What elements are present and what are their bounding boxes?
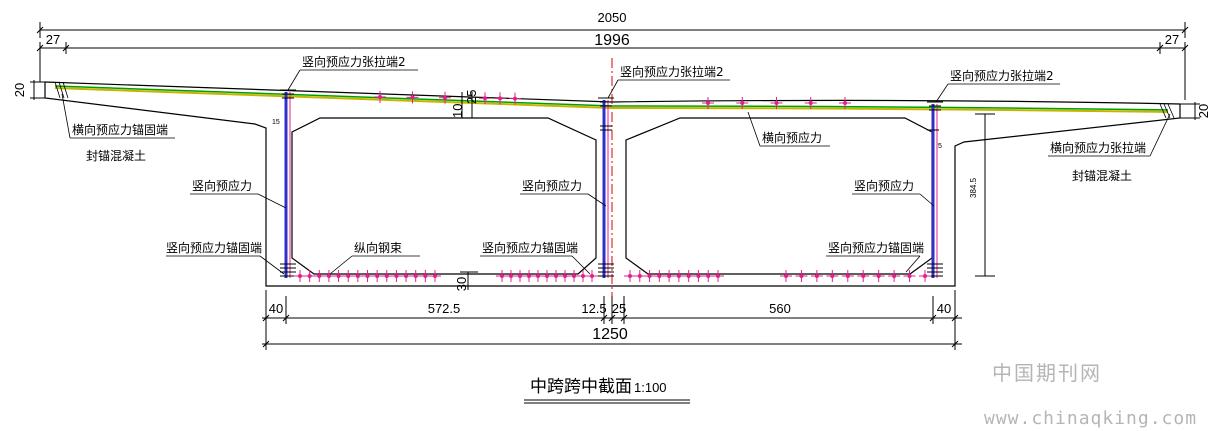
bottom-bar-right-b-8: [888, 270, 901, 282]
top-bar-mid-1: [479, 92, 491, 105]
bottom-bar-right-b-9: [903, 270, 916, 282]
label-transverse-prestress: 横向预应力: [762, 130, 822, 145]
label-transverse-tension: 横向预应力张拉端: [1050, 140, 1146, 155]
dim-bottom-left-cell: 572.5: [428, 301, 461, 316]
transverse-anchor-hatch: [54, 81, 1175, 119]
label-vertical-prestress-right: 竖向预应力: [854, 178, 914, 193]
top-dimension-group: [36, 22, 1189, 100]
bottom-bar-right-b-1: [780, 270, 792, 282]
label-vertical-anchor-left: 竖向预应力锚固端: [166, 240, 262, 255]
label-transverse-anchor-seal: 封锚混凝土: [86, 148, 146, 163]
dim-top-slab-25: 25: [464, 90, 479, 104]
bottom-bar-right-a-10: [712, 270, 724, 282]
label-vertical-tension-left: 竖向预应力张拉端2: [302, 54, 406, 69]
transverse-tendon-yellow: [54, 87, 1169, 113]
top-bar-mid-3: [509, 92, 521, 105]
top-bar-right-2: [736, 97, 749, 109]
bottom-bar-right-b-3: [810, 270, 823, 282]
dim-top-slab: 10: [450, 104, 465, 118]
bottom-bar-mid-11: [586, 270, 598, 282]
bottom-bar-left-11: [390, 270, 403, 282]
bottom-bar-right-b-2: [795, 270, 808, 282]
leader-lines: [61, 69, 1171, 275]
drawing-scale: 1:100: [634, 380, 667, 395]
top-bar-left-1: [374, 90, 386, 103]
web-mark-5: 5: [938, 143, 942, 150]
bottom-bar-left-15: [429, 270, 441, 282]
dim-bottom-mid-a: 12.5: [581, 301, 606, 316]
watermark-url: www.chinaqking.com: [984, 408, 1197, 429]
label-vertical-tension-right: 竖向预应力张拉端2: [950, 68, 1054, 83]
top-bar-left-3: [439, 91, 451, 104]
bottom-bar-right-b-6: [857, 270, 870, 282]
bottom-bar-right-b-10: [919, 270, 931, 282]
bottom-dimension-group: [262, 290, 962, 350]
web-mark-15: 15: [272, 119, 280, 126]
label-vertical-anchor-mid: 竖向预应力锚固端: [482, 240, 578, 255]
dim-bottom-total: 1250: [592, 326, 628, 343]
label-transverse-anchor: 横向预应力锚固端: [72, 122, 168, 137]
dim-left-overhang: 27: [46, 32, 60, 47]
top-bar-right-5: [839, 97, 851, 109]
dim-bottom-mid-b: 25: [612, 301, 626, 316]
bottom-bar-right-b-4: [826, 270, 839, 282]
bottom-bar-left-7: [351, 270, 364, 282]
watermark-cn: 中国期刊网: [992, 361, 1102, 385]
dim-bottom-slab: 30: [454, 277, 469, 291]
label-longitudinal-bundle: 纵向钢束: [354, 240, 402, 255]
dim-bottom-right-cell: 560: [769, 301, 791, 316]
bottom-bar-right-b-5: [841, 270, 854, 282]
longitudinal-bars: [294, 90, 931, 282]
bottom-bar-right-b-7: [872, 270, 885, 282]
label-vertical-anchor-right: 竖向预应力锚固端: [828, 240, 924, 255]
dim-box-height: 384.5: [969, 177, 978, 198]
top-bar-left-2: [406, 91, 419, 104]
label-vertical-prestress-left: 竖向预应力: [192, 178, 252, 193]
dim-right-overhang: 27: [1165, 32, 1179, 47]
dim-right-edge-thickness: 20: [1196, 104, 1211, 118]
top-bar-mid-2: [494, 92, 506, 105]
drawing-title: 中跨跨中截面: [530, 377, 632, 397]
label-vertical-prestress-mid: 竖向预应力: [522, 178, 582, 193]
top-bar-right-4: [804, 97, 817, 109]
dim-bottom-left-web: 40: [269, 301, 283, 316]
bottom-bar-left-8: [361, 270, 374, 282]
label-transverse-tension-seal: 封锚混凝土: [1072, 168, 1132, 183]
top-bar-right-3: [770, 97, 783, 109]
dim-bottom-right-web: 40: [937, 301, 951, 316]
dim-overall-width: 2050: [598, 10, 627, 25]
dim-left-edge-thickness: 20: [12, 83, 27, 97]
top-bar-right-1: [702, 97, 714, 109]
inner-dims: [460, 92, 995, 290]
label-vertical-tension-mid: 竖向预应力张拉端2: [620, 64, 724, 79]
edge-thickness-dims: [30, 80, 1200, 120]
dim-inner-width: 1996: [594, 32, 630, 49]
